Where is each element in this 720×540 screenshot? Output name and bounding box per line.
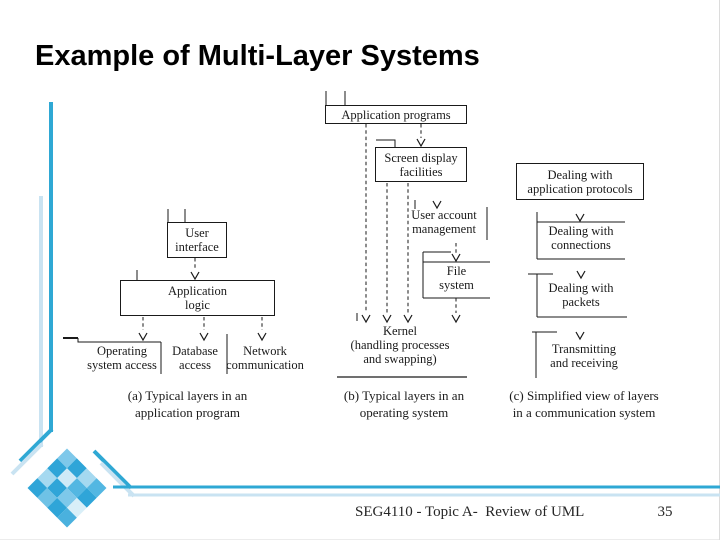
accent-lines <box>10 102 720 498</box>
arrow-down-icon <box>190 271 200 281</box>
arrow-down-icon <box>575 213 585 223</box>
arrow-down-icon <box>432 200 442 210</box>
layer-dealing-packets: Dealing with packets <box>548 281 614 309</box>
layer-file-system: File system <box>439 264 474 292</box>
caption-a: (a) Typical layers in an application pro… <box>127 388 248 420</box>
layer-dealing-connections: Dealing with connections <box>548 224 614 252</box>
arrow-down-icon <box>451 314 461 324</box>
arrow-down-icon <box>451 253 461 263</box>
layer-box-application-logic: Application logic <box>120 280 275 316</box>
slide-title: Example of Multi-Layer Systems <box>35 40 480 72</box>
layer-network-communication: Network communication <box>226 344 304 372</box>
layer-operating-system-access: Operating system access <box>87 344 157 372</box>
arrow-down-icon <box>138 332 148 342</box>
diagonal-accent-line <box>18 427 54 463</box>
layer-transmitting-receiving: Transmitting and receiving <box>550 342 618 370</box>
layer-box-dealing-protocols: Dealing with application protocols <box>516 163 644 200</box>
layer-user-account-management: User account management <box>411 208 477 236</box>
arrow-down-icon <box>416 138 426 148</box>
diagonal-accent-line-light <box>10 442 44 476</box>
layer-box-application-programs: Application programs <box>325 105 467 124</box>
layer-box-screen-display: Screen display facilities <box>375 147 467 182</box>
column-b-lines <box>325 91 490 378</box>
layer-step-line <box>376 139 396 147</box>
arrow-down-icon <box>199 332 209 342</box>
arrow-down-icon <box>575 331 585 341</box>
column-a-lines <box>63 209 267 374</box>
diagonal-accent-line <box>92 449 133 490</box>
arrow-down-icon <box>403 314 413 324</box>
layer-kernel: Kernel (handling processes and swapping) <box>350 324 450 366</box>
layer-database-access: Database access <box>172 344 218 372</box>
caption-b: (b) Typical layers in an operating syste… <box>343 388 465 420</box>
arrow-down-icon <box>382 314 392 324</box>
footer-course-label: SEG4110 - Topic A- Review of UML <box>355 504 585 520</box>
arrow-down-icon <box>257 332 267 342</box>
caption-c: (c) Simplified view of layers in a commu… <box>509 388 659 420</box>
layer-box-user-interface: User interface <box>167 222 227 258</box>
layer-line <box>77 338 161 343</box>
arrow-down-icon <box>576 270 586 280</box>
footer-page-number: 35 <box>657 504 673 520</box>
column-c-lines <box>528 212 627 378</box>
diagonal-accent-line-light <box>99 461 136 498</box>
arrow-down-icon <box>361 314 371 324</box>
